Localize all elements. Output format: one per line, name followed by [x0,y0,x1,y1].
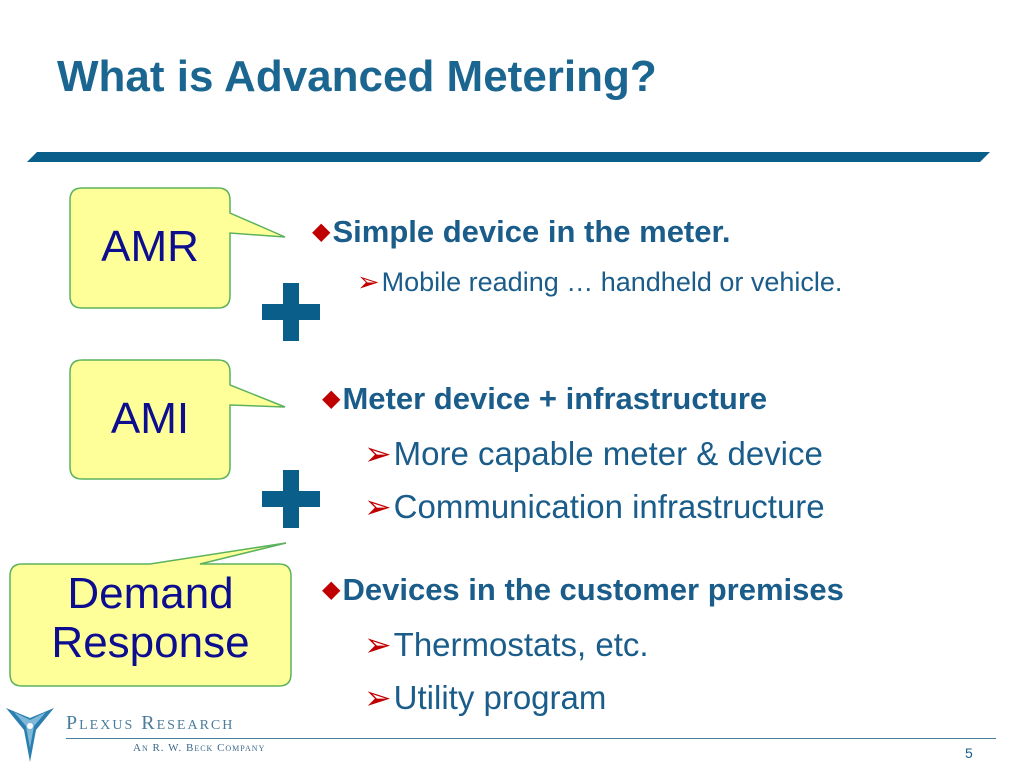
ami-callout-shape [69,359,286,480]
page-number: 5 [965,745,973,761]
ami-heading-text: Meter device + infrastructure [342,381,768,416]
ami-sub-text: Communication infrastructure [393,488,825,525]
diamond-bullet-icon: ◆ [322,385,341,412]
footer-divider [66,738,996,739]
amr-heading-text: Simple device in the meter. [332,214,731,249]
plus-icon [262,283,320,341]
dr-sub-bullet: ➢Thermostats, etc. [364,625,649,664]
arrow-bullet-icon: ➢ [364,626,392,663]
amr-sub-text: Mobile reading … handheld or vehicle. [381,267,843,297]
ami-sub-text: More capable meter & device [393,435,823,472]
ami-sub-bullet: ➢Communication infrastructure [364,487,825,526]
plexus-logo-icon [6,708,54,762]
logo-tagline: An R. W. Beck Company [133,742,266,754]
arrow-bullet-icon: ➢ [364,679,392,716]
dr-bullet-heading: ◆Devices in the customer premises [322,572,844,608]
arrow-bullet-icon: ➢ [364,488,392,525]
plus-icon [262,470,320,528]
arrow-bullet-icon: ➢ [364,435,392,472]
dr-callout-label: Demand Response [10,569,291,668]
callouts-layer [9,187,292,687]
dr-sub-bullet: ➢Utility program [364,678,606,717]
diamond-bullet-icon: ◆ [322,576,341,603]
amr-bullet-heading: ◆Simple device in the meter. [312,214,730,250]
slide-title: What is Advanced Metering? [57,52,657,101]
title-underline-bar [27,152,990,162]
dr-callout-shape [9,542,292,687]
dr-sub-text: Utility program [393,679,607,716]
amr-callout-shape [69,187,286,309]
dr-sub-text: Thermostats, etc. [393,626,649,663]
dr-heading-text: Devices in the customer premises [342,572,844,607]
ami-callout-label: AMI [110,394,190,443]
arrow-bullet-icon: ➢ [357,267,380,297]
dr-callout-line1: Demand [67,569,234,618]
ami-bullet-heading: ◆Meter device + infrastructure [322,381,767,417]
ami-sub-bullet: ➢More capable meter & device [364,434,823,473]
dr-callout-line2: Response [51,618,250,668]
logo-company-name: Plexus Research [66,712,235,734]
amr-sub-bullet: ➢Mobile reading … handheld or vehicle. [357,267,842,298]
amr-callout-label: AMR [101,222,199,271]
diamond-bullet-icon: ◆ [312,218,331,245]
